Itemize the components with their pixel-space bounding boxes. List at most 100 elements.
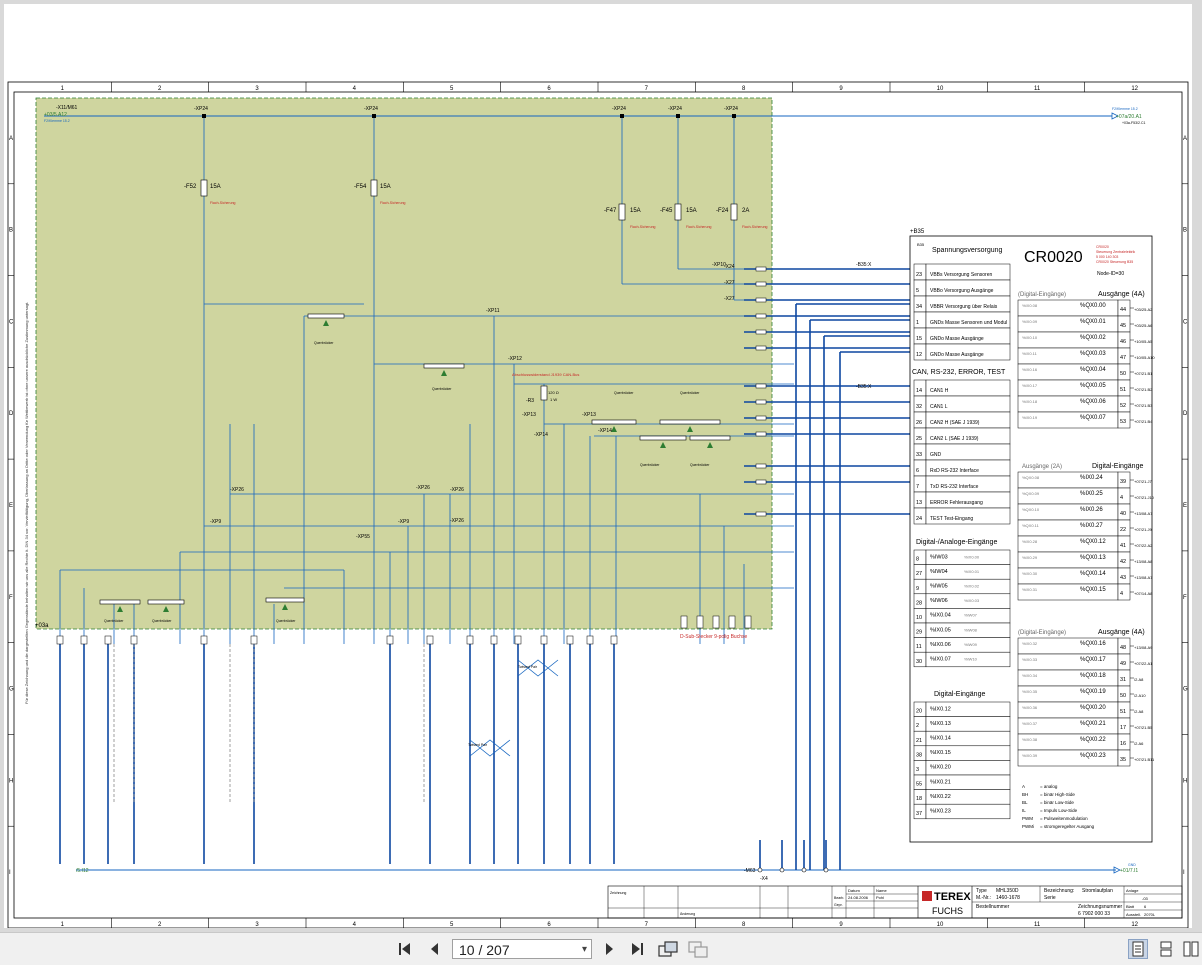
- ruler-row-right: H: [1183, 778, 1187, 784]
- last-page-button[interactable]: [626, 939, 648, 959]
- xp12-label: -XP12: [508, 356, 522, 362]
- output-address: %IX0.24: [1080, 475, 1103, 481]
- io-alt-address: %IW08: [964, 627, 978, 632]
- page-dropdown-icon[interactable]: ▾: [581, 944, 587, 955]
- legend-value: = analog: [1040, 784, 1058, 789]
- output-ref: +13/08.A7: [1134, 575, 1153, 580]
- output-pin: 51: [1120, 709, 1126, 715]
- fuse-symbol: [618, 203, 626, 221]
- io-address: %IX0.05: [930, 627, 951, 633]
- bridge-arrow: [282, 604, 288, 610]
- output-pin: 51: [1120, 387, 1126, 393]
- output-pin: 49: [1120, 661, 1126, 667]
- output-address: %QX0.22: [1080, 737, 1106, 743]
- pin-number: 24: [916, 516, 922, 522]
- output-alt-address: %IX0.08: [1022, 303, 1038, 308]
- twisted-pair: [469, 739, 511, 757]
- fuse-rating-f52: 15A: [210, 184, 221, 190]
- copy-page-button[interactable]: [686, 939, 710, 959]
- pin-number: 34: [916, 304, 922, 310]
- pin-number: 32: [916, 404, 922, 410]
- ruler-col-bottom: 8: [742, 922, 746, 928]
- output-ref: +07/21.B2: [1134, 387, 1153, 392]
- fuse-note-f24: Flach-Sicherung: [742, 225, 768, 229]
- output-address: %QX0.04: [1080, 367, 1106, 373]
- two-page-view-button[interactable]: [1182, 939, 1200, 959]
- pin-number: 33: [916, 452, 922, 458]
- output-address: %QX0.15: [1080, 587, 1106, 593]
- output-pin: 44: [1120, 307, 1126, 313]
- pdf-toolbar: 10 / 207 ▾: [0, 932, 1202, 965]
- first-page-button[interactable]: [394, 939, 416, 959]
- connector-x24: [755, 431, 767, 437]
- dsub-label: D-Sub-Stecker 9-polig Buchse: [680, 634, 747, 640]
- output-ref: +10/05.A10: [1134, 355, 1155, 360]
- page-number-input[interactable]: 10 / 207 ▾: [452, 939, 592, 959]
- analog-title: Digital-/Analoge-Eingänge: [916, 539, 997, 546]
- module-node-id: Node-ID=30: [1097, 271, 1124, 277]
- fuse-note-f54: Flach-Sicherung: [380, 201, 406, 205]
- single-page-view-button[interactable]: [1128, 939, 1148, 959]
- previous-page-button[interactable]: [424, 939, 446, 959]
- last-page-icon: [632, 943, 643, 955]
- module-frame: [909, 235, 1153, 843]
- bridge-arrow: [687, 426, 693, 432]
- pin-number: 20: [916, 709, 922, 715]
- legend-value: = Pulsweitenmodulation: [1040, 816, 1088, 821]
- fuse-f45: -F45: [660, 208, 673, 214]
- module-desc-4: CR0020 Steuerung B35: [1096, 260, 1133, 264]
- brand-fuchs: FUCHS: [932, 906, 963, 916]
- output-address: %QX0.07: [1080, 415, 1106, 421]
- output-address: %QX0.03: [1080, 351, 1106, 357]
- terminal-block: [466, 635, 474, 645]
- pin-number: 21: [916, 738, 922, 744]
- continuous-view-button[interactable]: [1156, 939, 1176, 959]
- signal-label: CAN1 H: [930, 388, 949, 394]
- dsub-pin: [696, 615, 704, 629]
- output-ref: +13/08.A7: [1134, 511, 1153, 516]
- terminal-block: [386, 635, 394, 645]
- area-label: +03a: [35, 623, 49, 629]
- ausst-label: Ausstell.: [1126, 912, 1141, 917]
- fuse-rating-f45: 15A: [686, 208, 697, 214]
- next-page-button[interactable]: [598, 939, 620, 959]
- xp26-label-d: -XP26: [450, 518, 464, 524]
- fuse-symbol: [730, 203, 738, 221]
- signal-label: VBBo Versorgung Ausgänge: [930, 288, 994, 294]
- xp10-label: -XP10: [712, 262, 726, 268]
- output-alt-address: %IX0.35: [1022, 689, 1038, 694]
- output-alt-address: %IX0.39: [1022, 753, 1038, 758]
- bridge-label-8: Querbrücker: [640, 463, 660, 467]
- ruler-row-left: A: [9, 136, 13, 142]
- output-alt-address: %IX0.09: [1022, 319, 1038, 324]
- output-ref: /2.A6: [1134, 741, 1144, 746]
- bridge-bar: [307, 313, 345, 319]
- zeichnung-col: Zeichnung: [610, 891, 626, 895]
- ruler-col-bottom: 11: [1034, 922, 1041, 928]
- io-address: %IX0.14: [930, 736, 951, 742]
- pin-number: 38: [916, 752, 922, 758]
- ruler-col-top: 9: [839, 86, 843, 92]
- output-address: %QX0.17: [1080, 657, 1106, 663]
- bridge-label-5: Querbrücker: [432, 387, 452, 391]
- r3-value: 120 Ω: [548, 390, 559, 395]
- serie-label: Serie: [1044, 895, 1056, 901]
- output-alt-address: %IX0.29: [1022, 555, 1038, 560]
- fuse-f54: -F54: [354, 184, 367, 190]
- output-ref: +07/22.A1: [1134, 661, 1153, 666]
- dsub-pin: [728, 615, 736, 629]
- bridge-bar: [639, 435, 687, 441]
- anlage-label: Anlage: [1126, 888, 1139, 893]
- out4a-title-left: (Digital-Eingänge): [1018, 292, 1066, 298]
- can-termination-note: Abschlusswiderstand J1939 CAN-Bus: [512, 372, 579, 377]
- legend-key: PWM: [1022, 816, 1033, 821]
- resistor-r3: [540, 385, 548, 401]
- open-in-new-button[interactable]: [656, 939, 680, 959]
- pin-number: 29: [916, 630, 922, 636]
- terminal-block: [80, 635, 88, 645]
- bridge-arrow: [163, 606, 169, 612]
- pin-number: 55: [916, 782, 922, 788]
- connector-x24: [755, 297, 767, 303]
- terminal-block: [56, 635, 64, 645]
- output-alt-address: %QX0.11: [1022, 523, 1040, 528]
